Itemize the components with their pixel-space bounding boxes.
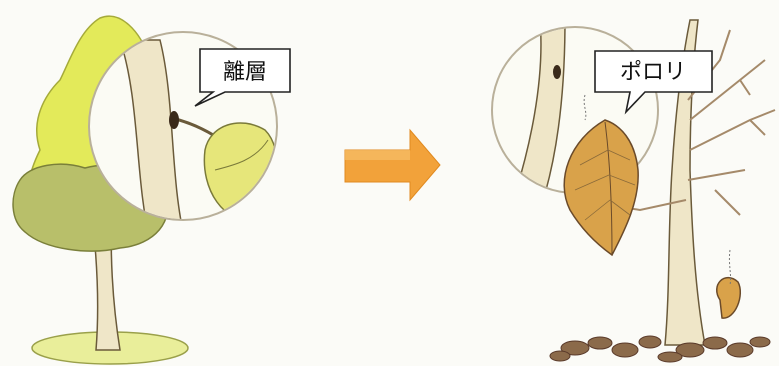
left-callout-label: 離層: [223, 60, 267, 85]
falling-leaf-small: [717, 278, 741, 318]
abscission-scar: [553, 65, 561, 79]
abscission-layer-mark: [169, 111, 179, 129]
ground-litter: [550, 336, 770, 362]
right-arrow-icon: [345, 130, 440, 200]
right-callout-label: ポロリ: [620, 60, 686, 85]
